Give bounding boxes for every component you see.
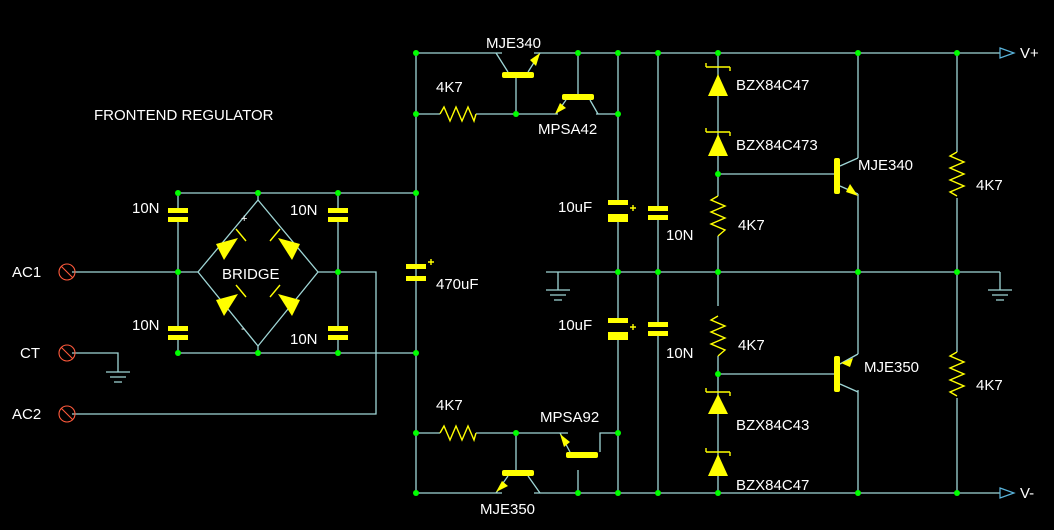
label-r-right1: 4K7 [976, 177, 1003, 194]
transistor-q-top-drv [555, 94, 599, 115]
ground-icon [106, 371, 130, 383]
label-q-top-drv: MPSA42 [538, 121, 597, 138]
label-c-bl: 10N [132, 317, 160, 334]
label-bridge-plus: + [241, 213, 247, 225]
label-q-bot-pass: MJE350 [480, 501, 535, 518]
page-title: FRONTEND REGULATOR [94, 107, 274, 124]
capacitor-c-e1 [608, 200, 636, 222]
transistor-q-bot-drv [559, 432, 598, 458]
capacitor-c-e2 [608, 318, 636, 340]
terminal-ct-icon [58, 344, 76, 362]
label-c-e2: 10uF [558, 317, 592, 334]
label-r-top: 4K7 [436, 79, 463, 96]
label-ct: CT [20, 345, 40, 362]
zener-z1 [705, 63, 731, 96]
terminal-ac1-icon [58, 263, 76, 281]
zener-z3 [705, 388, 731, 414]
label-r-mid2: 4K7 [738, 337, 765, 354]
label-c-br: 10N [290, 331, 318, 348]
label-r-right2: 4K7 [976, 377, 1003, 394]
output-vminus-arrow-icon [999, 487, 1016, 499]
capacitor-c-tr [328, 208, 348, 222]
label-c-e1: 10uF [558, 199, 592, 216]
zener-z4 [705, 448, 731, 476]
resistor-r-top [439, 105, 477, 124]
label-r-bot: 4K7 [436, 397, 463, 414]
label-r-mid1: 4K7 [738, 217, 765, 234]
label-z4: BZX84C47 [736, 477, 809, 494]
capacitor-c-main [406, 259, 434, 281]
label-z2: BZX84C473 [736, 137, 818, 154]
transistor-q-top-pass [495, 52, 541, 78]
resistor-r-mid1 [709, 195, 727, 237]
label-c-f2: 10N [666, 345, 694, 362]
transistor-q-bot-pass [495, 470, 541, 494]
label-bridge: BRIDGE [222, 266, 280, 283]
label-bridge-minus: - [241, 323, 245, 335]
label-q-out-neg: MJE350 [864, 359, 919, 376]
label-c-tl: 10N [132, 200, 160, 217]
label-z1: BZX84C47 [736, 77, 809, 94]
output-vplus-arrow-icon [999, 47, 1016, 59]
label-vminus: V- [1020, 485, 1034, 502]
capacitor-c-f1 [648, 206, 668, 220]
capacitor-c-br [328, 326, 348, 340]
label-q-out-pos: MJE340 [858, 157, 913, 174]
junctions [175, 50, 960, 496]
label-q-top-pass: MJE340 [486, 35, 541, 52]
label-q-bot-drv: MPSA92 [540, 409, 599, 426]
ground-icon [546, 289, 570, 301]
resistor-r-bot [439, 424, 477, 443]
label-ac1: AC1 [12, 264, 41, 281]
capacitor-c-bl [168, 326, 188, 340]
resistor-r-right1 [948, 151, 966, 197]
label-c-f1: 10N [666, 227, 694, 244]
resistor-r-right2 [948, 351, 966, 397]
label-c-tr: 10N [290, 202, 318, 219]
capacitor-c-tl [168, 208, 188, 222]
transistor-q-out-pos [834, 157, 859, 196]
resistor-r-mid2 [709, 315, 727, 357]
label-c-main: 470uF [436, 276, 479, 293]
transistor-q-out-neg [834, 353, 859, 393]
label-z3: BZX84C43 [736, 417, 809, 434]
ground-icon [988, 289, 1012, 301]
terminal-ac2-icon [58, 405, 76, 423]
capacitor-c-f2 [648, 322, 668, 336]
label-ac2: AC2 [12, 406, 41, 423]
bridge-rectifier [197, 198, 319, 348]
label-vplus: V+ [1020, 45, 1039, 62]
zener-z2 [705, 128, 731, 156]
